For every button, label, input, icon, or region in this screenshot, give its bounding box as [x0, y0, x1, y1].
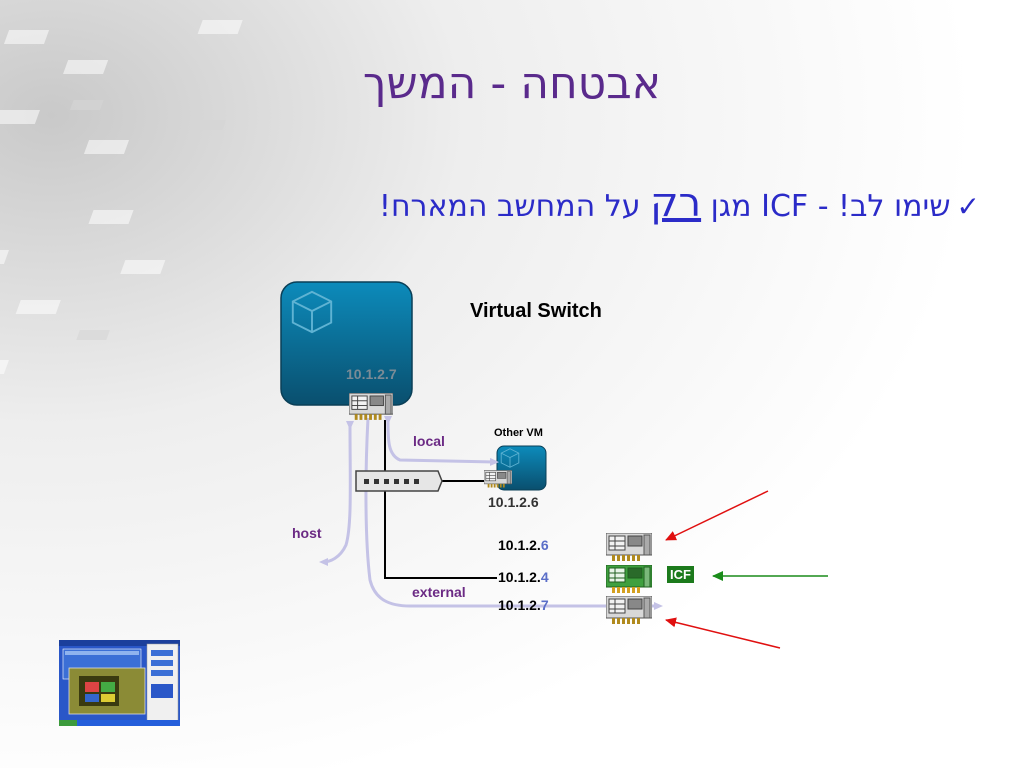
red-arrow	[665, 490, 769, 541]
bullet-line: ✓שימו לב! - ICF מגן רק על המחשב המארח!	[379, 180, 980, 226]
ip-prefix: 10.1.2.	[498, 597, 541, 613]
network-card-icon	[606, 533, 652, 561]
icf-badge: ICF	[667, 566, 694, 583]
ip-octet: 6	[540, 537, 549, 553]
network-hub-icon	[355, 470, 443, 492]
red-arrow	[665, 617, 781, 649]
local-link-label: local	[413, 433, 445, 449]
ip-octet: 4	[540, 569, 549, 585]
host-vm-box	[280, 281, 413, 406]
host-link-label: host	[292, 525, 322, 541]
other-vm-ip: 10.1.2.6	[488, 494, 539, 510]
other-vm-label: Other VM	[494, 427, 543, 439]
ip-prefix: 10.1.2.	[498, 537, 541, 553]
traffic-arrows	[319, 415, 663, 610]
virtual-pc-screenshot	[59, 640, 180, 726]
checkmark-icon: ✓	[956, 190, 980, 223]
ip-prefix: 10.1.2.	[498, 569, 541, 585]
network-card-icon	[606, 565, 652, 593]
virtual-switch-label: Virtual Switch	[470, 300, 602, 322]
host-nic-ip: 10.1.2.6	[498, 537, 549, 553]
bullet-text-before: שימו לב! - ICF מגן	[701, 189, 951, 224]
host-nic-ip: 10.1.2.7	[498, 597, 549, 613]
host-nic-ip: 10.1.2.4	[498, 569, 549, 585]
bullet-text-after: על המחשב המארח!	[378, 189, 651, 224]
external-link-label: external	[412, 584, 466, 600]
bullet-emphasis: רק	[650, 180, 702, 226]
network-card-icon	[606, 596, 652, 624]
slide-title: אבטחה - המשך	[362, 58, 662, 109]
ip-octet: 7	[540, 597, 549, 613]
network-card-icon	[349, 393, 393, 420]
host-vm-ip: 10.1.2.7	[346, 366, 397, 382]
